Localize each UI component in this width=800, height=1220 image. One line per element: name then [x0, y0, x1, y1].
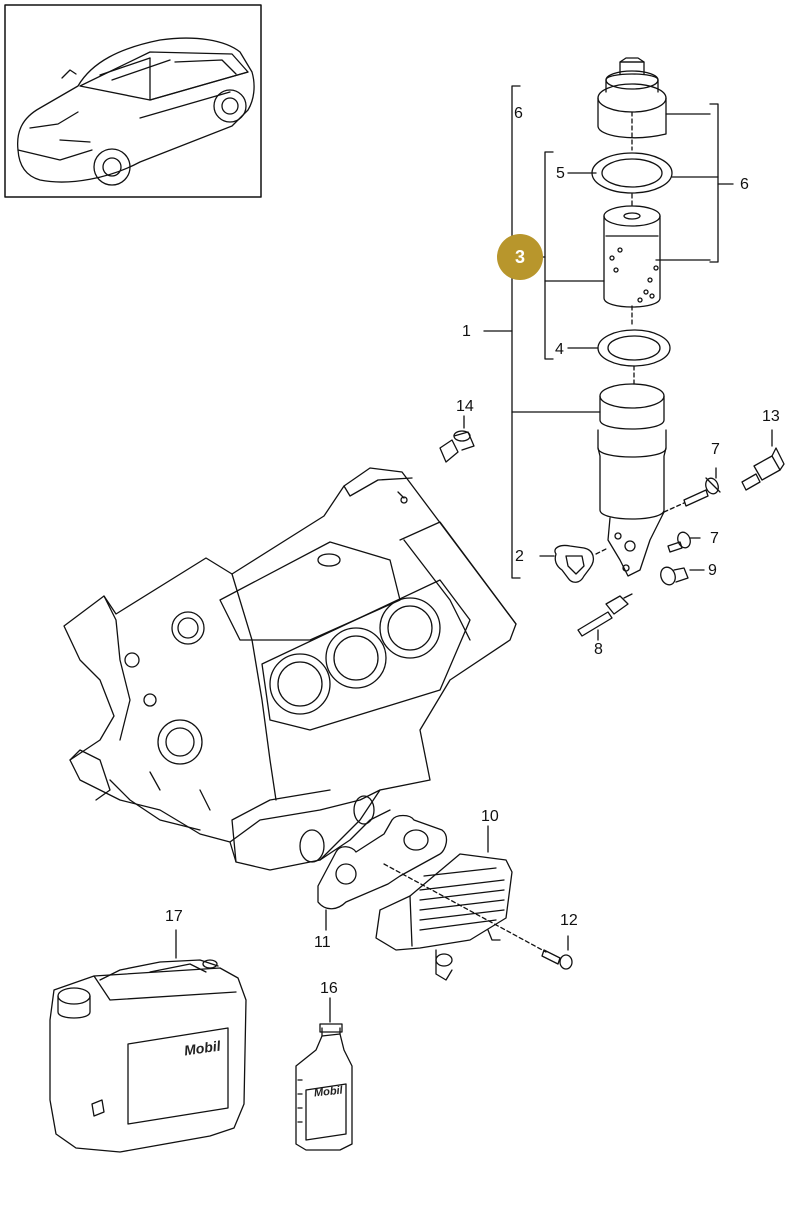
callout-7: 7: [711, 441, 720, 458]
callout-6-right: 6: [740, 176, 749, 193]
vehicle-thumbnail: [4, 4, 262, 198]
callout-4: 4: [555, 341, 564, 358]
gasket-housing: [539, 544, 609, 583]
gasket-cooler: [317, 814, 448, 931]
callout-2: 2: [515, 548, 524, 565]
stud-9: [577, 593, 633, 641]
bolt-7: [663, 467, 721, 513]
callout-14: 13: [762, 408, 780, 425]
callout-10: 9: [708, 562, 717, 579]
filter-housing: [597, 383, 667, 577]
filter-group-brackets: [483, 85, 734, 579]
callout-3-highlighted[interactable]: 3: [497, 234, 543, 280]
sensor-14: [741, 429, 785, 491]
callout-1: 1: [462, 323, 471, 340]
bolt-8: [667, 531, 701, 553]
seal-ring-upper: [591, 152, 673, 194]
engine-block: [63, 467, 517, 871]
callout-15: 14: [456, 398, 474, 415]
filter-cap: [597, 57, 667, 151]
callout-13: 12: [560, 912, 578, 929]
oil-cooler: [375, 825, 547, 981]
callout-16: 16: [320, 980, 338, 997]
callout-17: 17: [165, 908, 183, 925]
plug-15: [439, 415, 475, 463]
callout-6-top: 6: [514, 105, 523, 122]
filter-element: [603, 193, 661, 327]
screw-13: [541, 935, 573, 970]
callout-5: 5: [556, 165, 565, 182]
callout-9: 8: [594, 641, 603, 658]
oil-canister: [49, 929, 247, 1153]
callout-12: 11: [314, 934, 331, 951]
seal-ring-lower: [597, 329, 671, 385]
oil-bottle: [295, 997, 353, 1151]
callout-8: 7: [710, 530, 719, 547]
callout-11: 10: [481, 808, 499, 825]
bolt-10: [660, 566, 705, 586]
